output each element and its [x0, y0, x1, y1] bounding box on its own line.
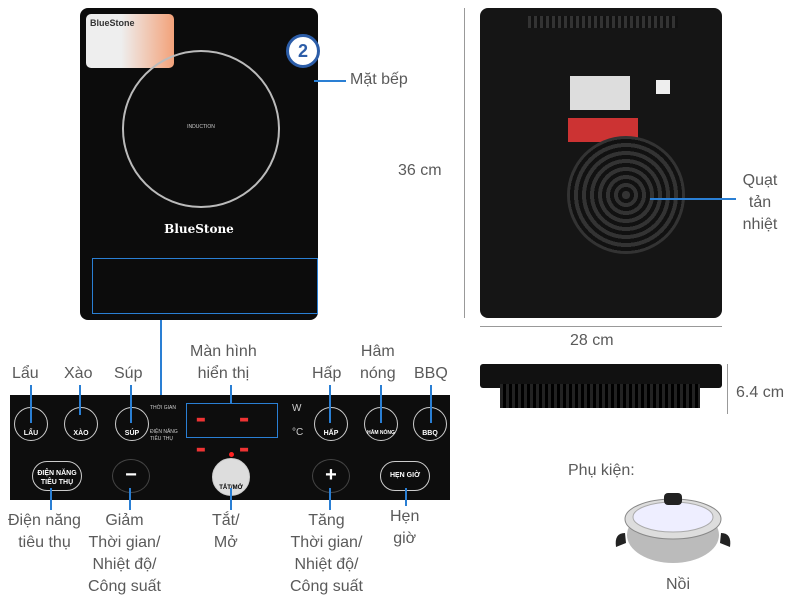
- display-value: - - - -: [193, 404, 258, 464]
- warranty-badge: 2: [286, 34, 320, 68]
- cooktop-top-view: BlueStone 2 INDUCTION BlueStone: [80, 8, 320, 320]
- brand-logo: BlueStone: [164, 222, 234, 236]
- xao-button[interactable]: XÀO: [64, 407, 98, 441]
- unit-w: W: [292, 403, 302, 414]
- sticker-brand: BlueStone: [90, 18, 135, 28]
- label-top-surface: Mặt bếp: [350, 71, 408, 88]
- power-led: [229, 452, 234, 457]
- label-width: 28 cm: [570, 332, 614, 349]
- sup-button[interactable]: SÚP: [115, 407, 149, 441]
- timer-button[interactable]: HẸN GIỜ: [380, 461, 430, 491]
- decrease-button[interactable]: −: [112, 459, 150, 493]
- label-thickness: 6.4 cm: [736, 384, 785, 401]
- label-pot: Nồi: [666, 576, 691, 593]
- unit-c: °C: [292, 427, 304, 438]
- cooktop-side-view: [480, 364, 722, 414]
- label-sup: Súp: [114, 365, 143, 382]
- hap-button[interactable]: HẤP: [314, 407, 348, 441]
- increase-button[interactable]: +: [312, 459, 350, 493]
- label-tat-mo: Tắt/Mở: [212, 512, 240, 551]
- zone-label: INDUCTION: [187, 124, 215, 130]
- product-sticker: BlueStone: [86, 14, 174, 68]
- thoi-gian-indicator: THỜI GIAN: [150, 405, 176, 411]
- cooktop-bottom-view: [480, 8, 722, 318]
- cooking-zone: INDUCTION: [122, 50, 280, 208]
- pot-image: [615, 493, 731, 563]
- label-bbq: BBQ: [414, 365, 448, 382]
- display: - - - -: [186, 403, 278, 464]
- label-lau: Lẩu: [12, 365, 39, 382]
- label-xao: Xào: [64, 365, 93, 382]
- label-accessory-title: Phụ kiện:: [568, 462, 635, 479]
- label-height: 36 cm: [398, 162, 442, 179]
- label-hap: Hấp: [312, 365, 342, 382]
- control-panel-highlight: [92, 258, 318, 314]
- cooling-fan: [567, 136, 685, 254]
